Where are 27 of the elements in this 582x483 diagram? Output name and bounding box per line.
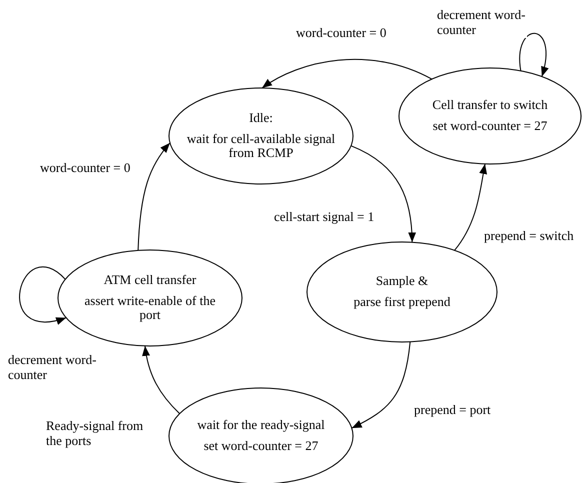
edge-label: decrement word-counter (437, 8, 527, 38)
state-text: Sample & (376, 274, 428, 289)
transition-arrow (454, 163, 488, 251)
state-ellipse (169, 88, 353, 184)
state-text: set word-counter = 27 (432, 119, 548, 134)
state-text: Cell transfer to switch (432, 98, 548, 113)
transition-arrow (138, 142, 170, 251)
transition-arrow (142, 345, 180, 414)
state-ellipse (58, 250, 242, 346)
state-text: ATM cell transfer (104, 272, 196, 288)
self-loop-arrow (19, 266, 67, 324)
edge-label: cell-start signal = 1 (274, 210, 374, 225)
edge-label: prepend = port (414, 403, 491, 418)
transition-arrow (262, 58, 432, 88)
transition-arrow (351, 341, 411, 429)
state-text: wait for the ready-signal (197, 418, 325, 433)
state-text: wait for cell-available signal from RCMP (186, 132, 336, 162)
state-text: Idle: (249, 110, 273, 126)
edge-label: Ready-signal from the ports (46, 419, 146, 449)
edge-label: prepend = switch (484, 229, 574, 244)
self-loop-arrow (519, 32, 548, 78)
state-text: parse first prepend (354, 295, 450, 310)
state-text: assert write-enable of the port (83, 294, 217, 324)
state-ellipse (399, 68, 581, 164)
state-text: set word-counter = 27 (204, 439, 318, 454)
state-ellipse (307, 242, 497, 342)
transition-arrow (350, 145, 416, 243)
